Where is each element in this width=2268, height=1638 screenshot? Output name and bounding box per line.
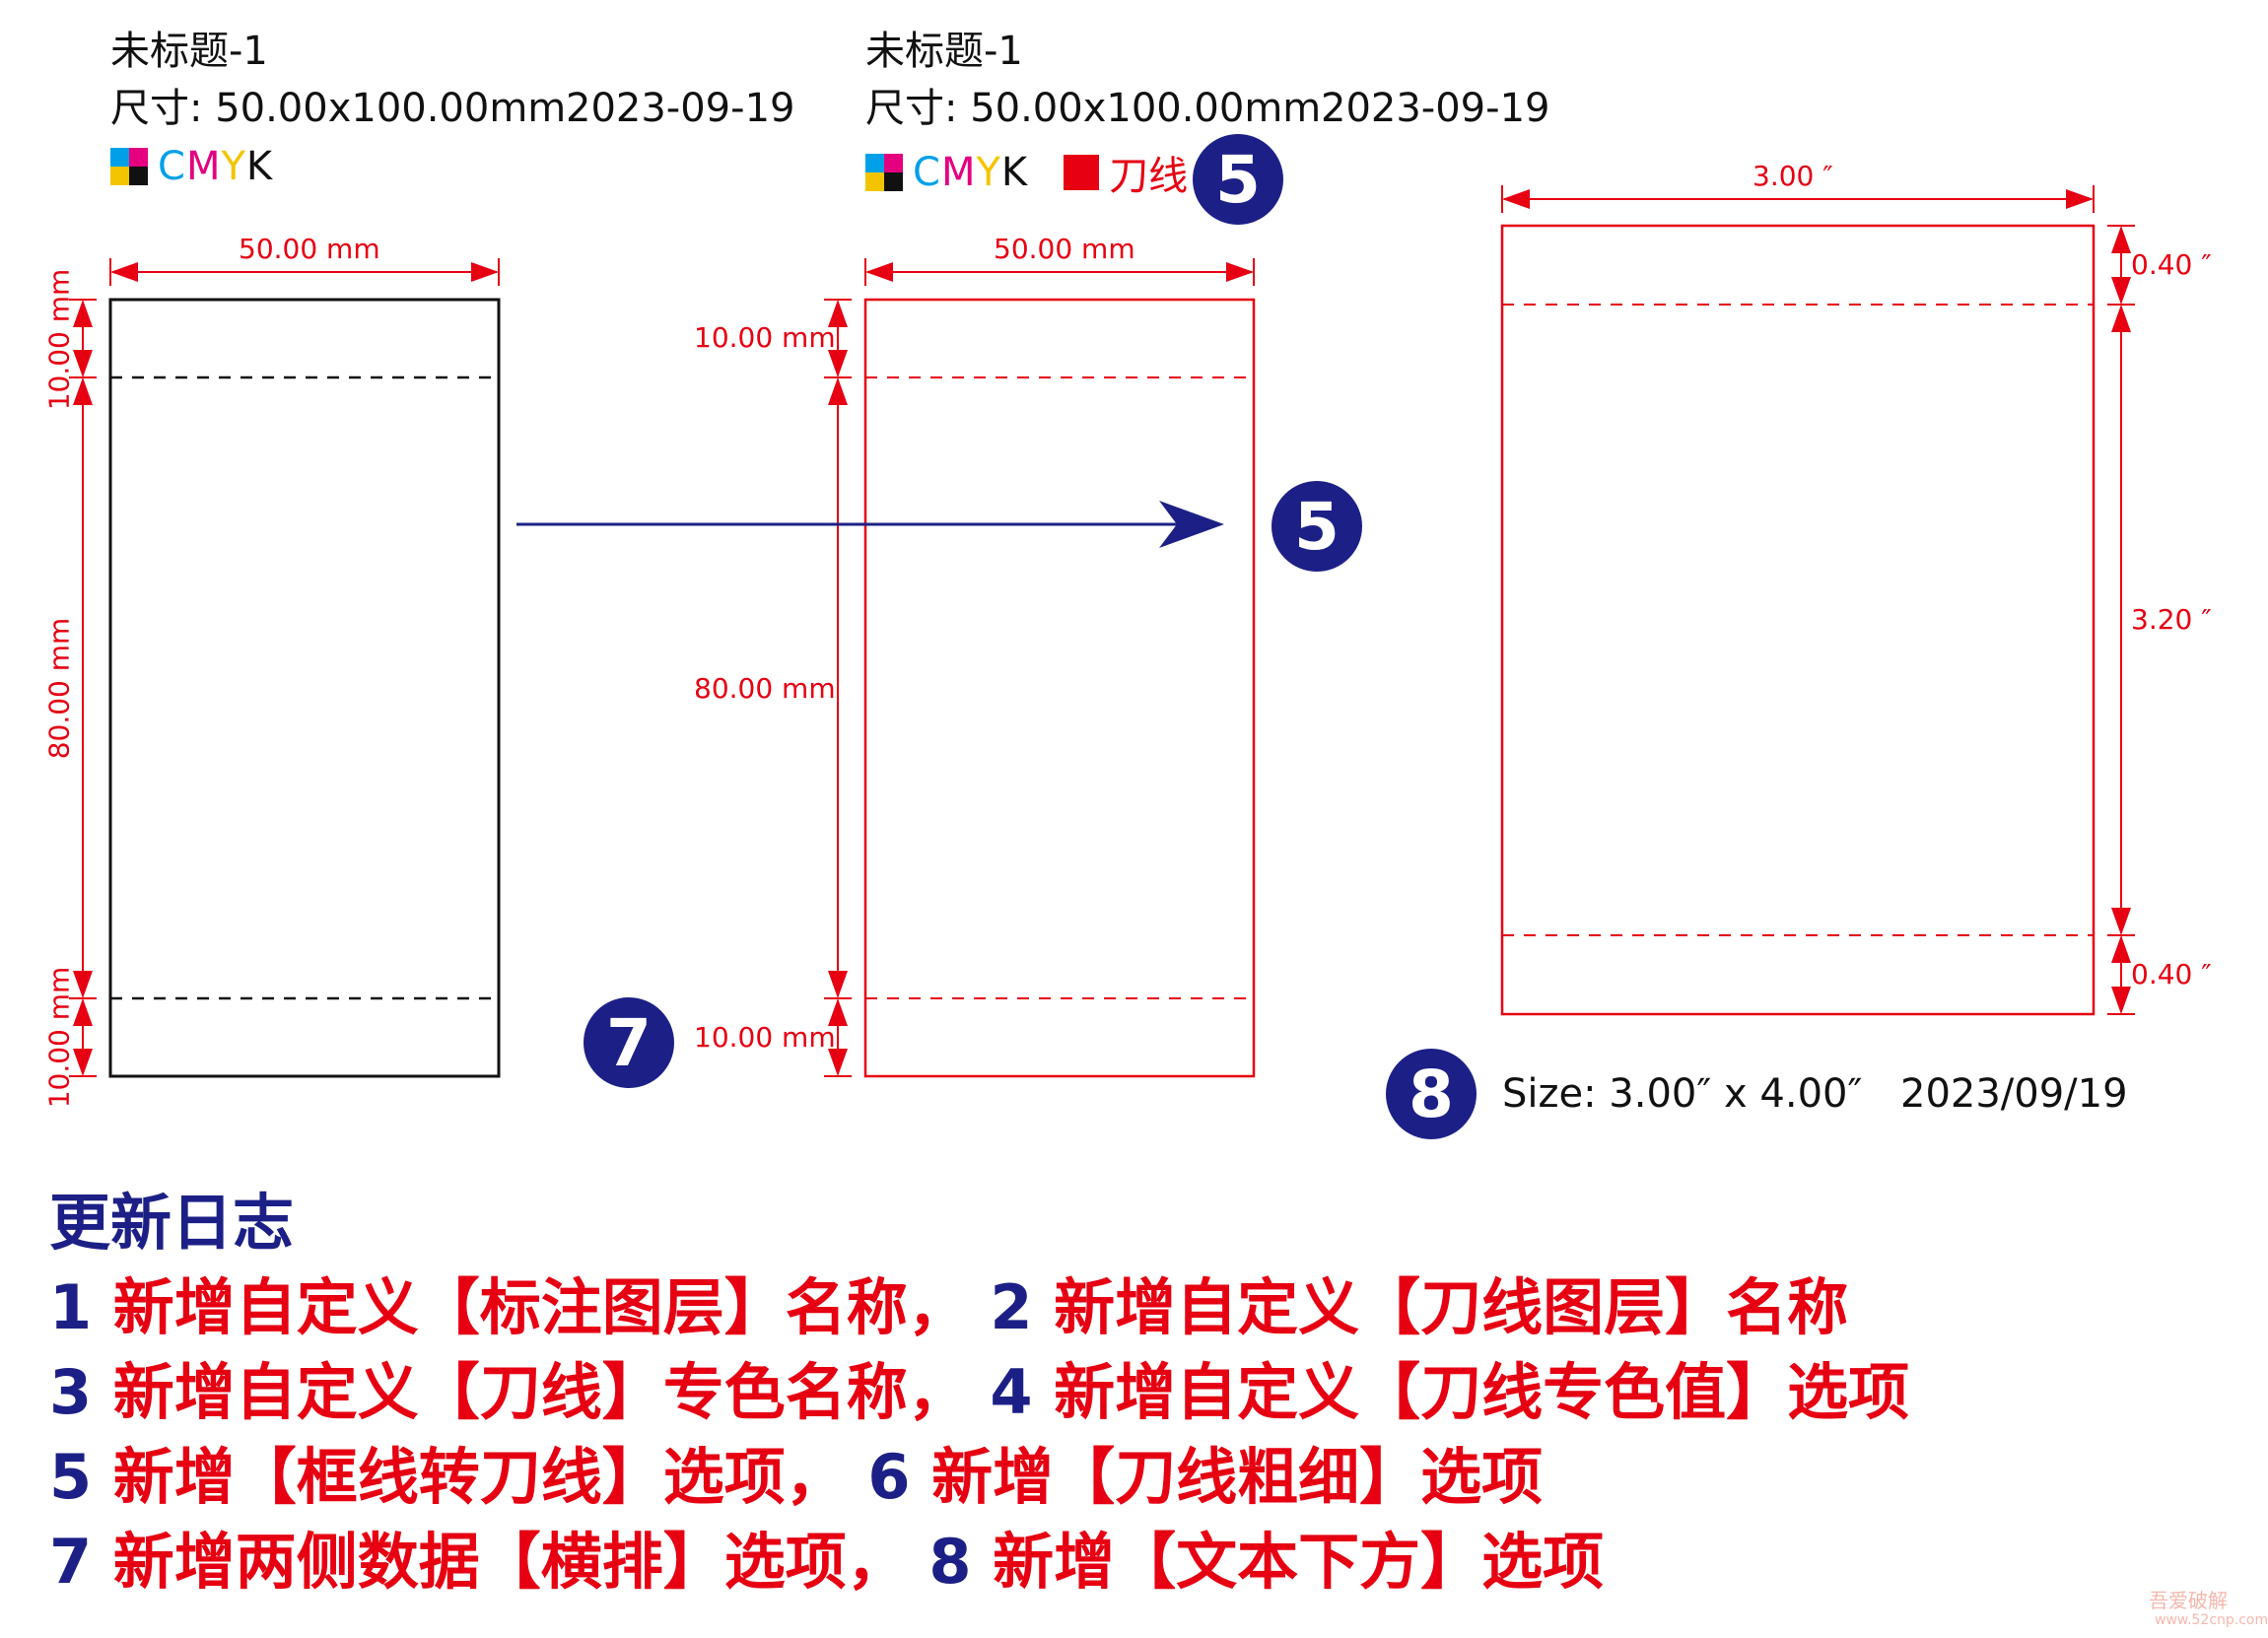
panel2-size-text: 尺寸: 50.00x100.00mm (865, 86, 1322, 131)
panel2-artboard (863, 298, 1256, 1078)
changelog-num: 1 (49, 1271, 93, 1343)
cmyk-k: K (1000, 150, 1029, 195)
cmyk-m: M (185, 144, 222, 189)
panel1-date: 2023-09-19 (566, 86, 795, 131)
panel3-date: 2023/09/19 (1900, 1071, 2128, 1117)
badge-7: 7 (584, 997, 674, 1088)
panel3-width-label: 3.00 ″ (1753, 160, 1833, 192)
panel3-bottom-label: 0.40 ″ (2131, 958, 2212, 990)
panel1-title: 未标题-1 (110, 29, 268, 74)
watermark-url: www.52cnp.com (2155, 1612, 2268, 1628)
changelog-text: 新增【刀线粗细】选项 (931, 1441, 1544, 1513)
cmyk-c: C (913, 150, 941, 195)
panel2-width-label: 50.00 mm (994, 233, 1135, 265)
cmyk-m: M (940, 150, 977, 195)
panel1-width-label: 50.00 mm (239, 233, 380, 265)
dieline-swatch-icon (1064, 155, 1100, 190)
cmyk-y: Y (221, 144, 246, 189)
panel1-bottom-label: 10.00 mm (42, 966, 76, 1108)
changelog-text: 新增自定义【刀线专色值】选项 (1054, 1356, 1910, 1428)
cmyk-swatch-icon (865, 154, 903, 191)
changelog-num: 6 (867, 1441, 911, 1513)
panel2-date: 2023-09-19 (1321, 86, 1550, 131)
panel1-cmyk-legend: CMYK (110, 144, 273, 189)
panel2-top-label: 10.00 mm (694, 321, 836, 354)
panel3-width-dimension (1501, 185, 2095, 213)
panel1-vertical-dimensions (69, 299, 97, 1077)
changelog-num: 4 (990, 1356, 1033, 1428)
changelog-text: 新增自定义【刀线图层】名称 (1054, 1271, 1849, 1343)
panel2-vertical-dimensions (824, 299, 852, 1077)
changelog-num: 2 (990, 1271, 1033, 1343)
changelog-line-4: 7 新增两侧数据【横排】选项， 8 新增【文本下方】选项 (49, 1532, 1604, 1593)
changelog-text: 新增自定义【标注图层】名称， (112, 1271, 969, 1343)
panel2-bottom-label: 10.00 mm (694, 1021, 836, 1054)
panel3-vertical-dimensions (2107, 225, 2135, 1015)
changelog-line-2: 3 新增自定义【刀线】专色名称， 4 新增自定义【刀线专色值】选项 (49, 1362, 1909, 1423)
panel2-width-dimension (864, 258, 1255, 286)
panel1-top-label: 10.00 mm (42, 268, 76, 410)
dieline-label: 刀线 (1109, 154, 1189, 199)
panel1-size-text: 尺寸: 50.00x100.00mm (110, 86, 567, 131)
panel3-top-label: 0.40 ″ (2131, 248, 2212, 281)
cmyk-y: Y (976, 150, 1001, 195)
panel3-artboard (1500, 224, 2096, 1016)
panel1-mid-label: 80.00 mm (42, 617, 76, 759)
changelog-text: 新增【文本下方】选项 (993, 1526, 1605, 1598)
changelog-text: 新增两侧数据【横排】选项， (112, 1526, 908, 1598)
changelog-num: 8 (928, 1526, 972, 1598)
cmyk-k: K (245, 144, 274, 189)
badge-8: 8 (1386, 1049, 1477, 1139)
cmyk-swatch-icon (110, 148, 148, 185)
panel3-size-text: Size: 3.00″ x 4.00″ (1502, 1071, 1863, 1117)
changelog-text: 新增自定义【刀线】专色名称， (112, 1356, 969, 1428)
panel1-artboard (108, 298, 501, 1078)
changelog-heading: 更新日志 (49, 1187, 295, 1259)
changelog-num: 3 (49, 1356, 93, 1428)
changelog-line-3: 5 新增【框线转刀线】选项， 6 新增【刀线粗细】选项 (49, 1447, 1543, 1508)
changelog-num: 5 (49, 1441, 93, 1513)
changelog-num: 7 (49, 1526, 93, 1598)
panel2-mid-label: 80.00 mm (694, 672, 836, 705)
badge-5-arrow: 5 (1271, 481, 1362, 572)
changelog-line-1: 1 新增自定义【标注图层】名称， 2 新增自定义【刀线图层】名称 (49, 1277, 1848, 1338)
panel2-title: 未标题-1 (865, 29, 1023, 74)
panel1-width-dimension (109, 258, 500, 286)
panel3-mid-label: 3.20 ″ (2131, 603, 2212, 636)
badge-5-header: 5 (1193, 134, 1283, 225)
watermark-text: 吾爱破解 (2149, 1589, 2228, 1612)
changelog-text: 新增【框线转刀线】选项， (112, 1441, 847, 1513)
panel2-cmyk-legend: CMYK 刀线 (865, 144, 1188, 201)
cmyk-c: C (158, 144, 186, 189)
